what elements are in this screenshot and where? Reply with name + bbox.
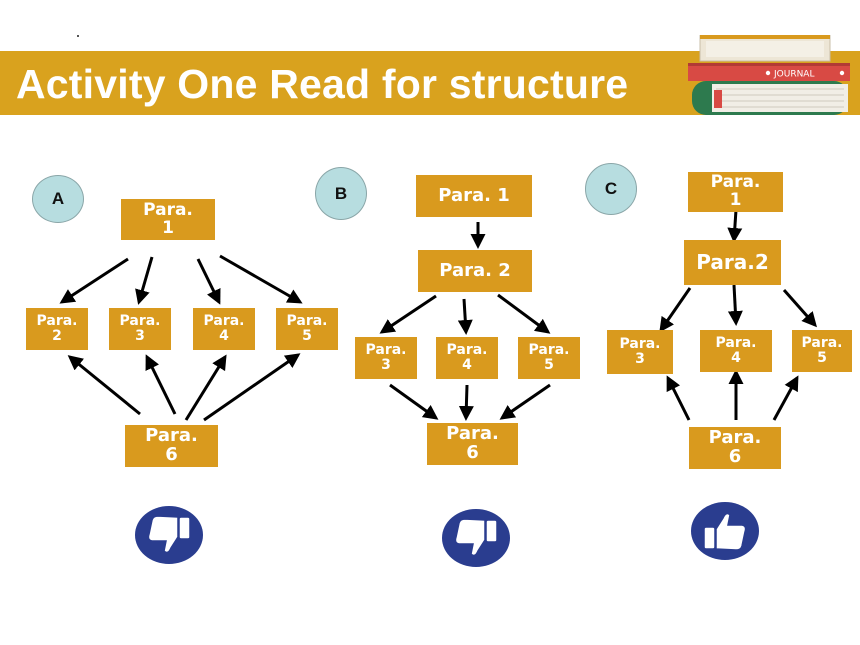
- thumbs-down-icon: [442, 509, 510, 567]
- thumbs-up-icon: [691, 502, 759, 560]
- arrow-b-2-5: [497, 293, 551, 334]
- arrow-a-6-4: [184, 354, 227, 421]
- diagram-b-para-3: Para. 3: [355, 337, 417, 379]
- arrow-b-2-4: [457, 298, 473, 335]
- arrow-a-1-2: [59, 257, 129, 304]
- option-c-label: C: [604, 179, 618, 198]
- thumbs-down-icon: [135, 506, 203, 564]
- diagram-a-para-2: Para. 2: [26, 308, 88, 350]
- page-title: Activity One Read for structure: [16, 61, 629, 107]
- arrow-a-6-3: [145, 354, 177, 415]
- diagram-a-para-6: Para. 6: [125, 425, 218, 467]
- arrow-b-4-6: [458, 384, 474, 421]
- option-a-marker: A: [32, 175, 84, 223]
- diagram-c-para-3: Para. 3: [607, 330, 673, 374]
- arrow-a-6-2: [67, 355, 141, 416]
- arrow-a-6-5: [203, 353, 301, 422]
- option-b-marker: B: [315, 167, 367, 220]
- arrow-c-2-5: [782, 289, 817, 328]
- diagram-c-para-1: Para. 1: [688, 172, 783, 212]
- option-b-label: B: [334, 183, 348, 203]
- arrow-b-2-3: [379, 294, 437, 334]
- diagram-a-para-5: Para. 5: [276, 308, 338, 350]
- decorative-dot: [77, 35, 79, 37]
- diagram-a-para-1: Para. 1: [121, 199, 215, 240]
- diagram-c-para-4: Para. 4: [700, 330, 772, 372]
- arrow-a-1-4: [196, 258, 221, 305]
- option-c-marker: C: [585, 163, 637, 215]
- diagram-a-para-3: Para. 3: [109, 308, 171, 350]
- diagram-b-para-4: Para. 4: [436, 337, 498, 379]
- option-a-label: A: [51, 189, 65, 208]
- diagram-b-para-1: Para. 1: [416, 175, 532, 217]
- journal-label: JOURNAL: [773, 70, 814, 80]
- arrow-a-1-5: [219, 254, 303, 304]
- arrow-c-6-3: [666, 375, 691, 421]
- arrow-c-1-2: [727, 209, 743, 243]
- diagram-b-para-6: Para. 6: [427, 423, 518, 465]
- arrow-a-1-3: [135, 256, 154, 305]
- books-journal-icon: JOURNAL: [688, 35, 850, 115]
- arrow-b-5-6: [499, 383, 551, 420]
- arrow-c-2-4: [727, 284, 743, 326]
- diagram-c-para-2: Para.2: [684, 240, 781, 285]
- arrow-c-6-5: [772, 375, 799, 421]
- arrow-b-3-6: [389, 383, 439, 420]
- diagram-b-para-5: Para. 5: [518, 337, 580, 379]
- diagram-a-para-4: Para. 4: [193, 308, 255, 350]
- diagram-c-para-6: Para. 6: [689, 427, 781, 469]
- diagram-c-para-5: Para. 5: [792, 330, 852, 372]
- diagram-b-para-2: Para. 2: [418, 250, 532, 292]
- arrow-c-2-3: [659, 287, 692, 333]
